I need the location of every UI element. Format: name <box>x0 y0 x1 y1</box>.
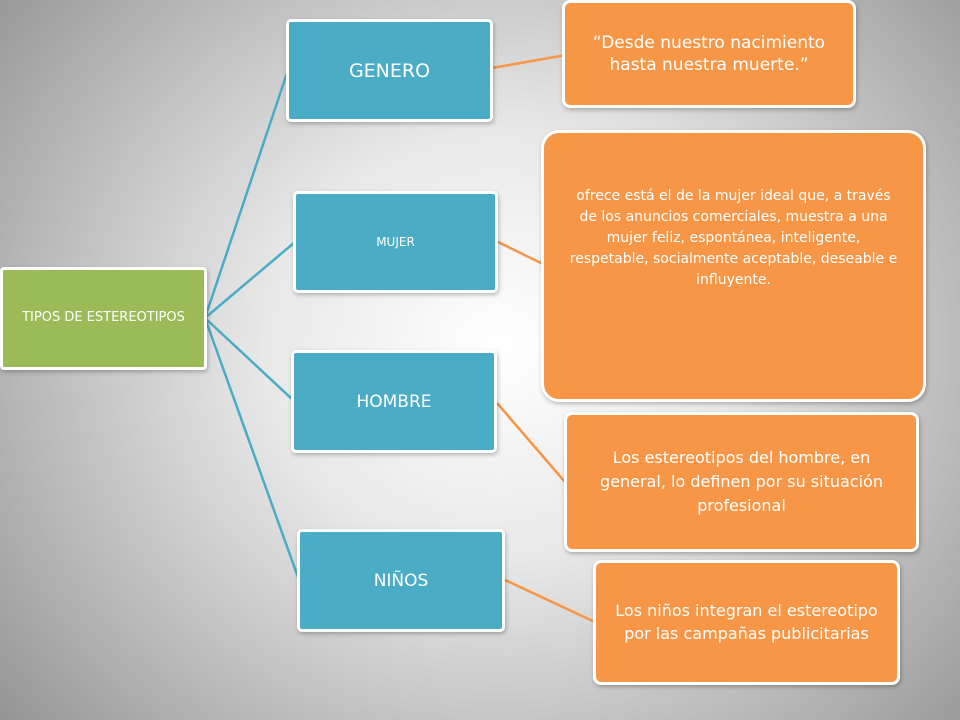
description-ninos-text: Los niños integran el estereotipo por la… <box>615 601 878 643</box>
category-mujer-label: MUJER <box>376 235 415 249</box>
description-genero: “Desde nuestro nacimiento hasta nuestra … <box>562 0 856 108</box>
category-genero-label: GENERO <box>348 59 431 82</box>
category-mujer: MUJER <box>293 191 498 293</box>
connector-ninos-desc <box>504 578 596 624</box>
category-hombre: HOMBRE <box>291 350 497 453</box>
description-genero-text: “Desde nuestro nacimiento hasta nuestra … <box>592 32 826 75</box>
category-genero: GENERO <box>286 19 493 122</box>
description-hombre-text: Los estereotipos del hombre, en general,… <box>600 448 883 515</box>
description-mujer-text: ofrece está el de la mujer ideal que, a … <box>569 187 898 288</box>
connector-root-mujer <box>204 241 296 319</box>
connector-genero-desc <box>491 53 567 70</box>
category-ninos: NIÑOS <box>297 529 505 632</box>
connector-root-hombre <box>204 317 294 401</box>
category-ninos-label: NIÑOS <box>373 570 429 591</box>
category-hombre-label: HOMBRE <box>356 391 432 412</box>
description-hombre: Los estereotipos del hombre, en general,… <box>564 412 919 552</box>
connector-hombre-desc <box>496 402 566 483</box>
description-ninos: Los niños integran el estereotipo por la… <box>593 560 900 685</box>
root-node: TIPOS DE ESTEREOTIPOS <box>0 267 207 370</box>
root-label: TIPOS DE ESTEREOTIPOS <box>22 310 185 326</box>
connector-mujer-desc <box>497 240 546 267</box>
description-mujer: ofrece está el de la mujer ideal que, a … <box>541 130 926 402</box>
connector-root-genero <box>203 69 290 319</box>
connector-root-ninos <box>203 317 301 581</box>
